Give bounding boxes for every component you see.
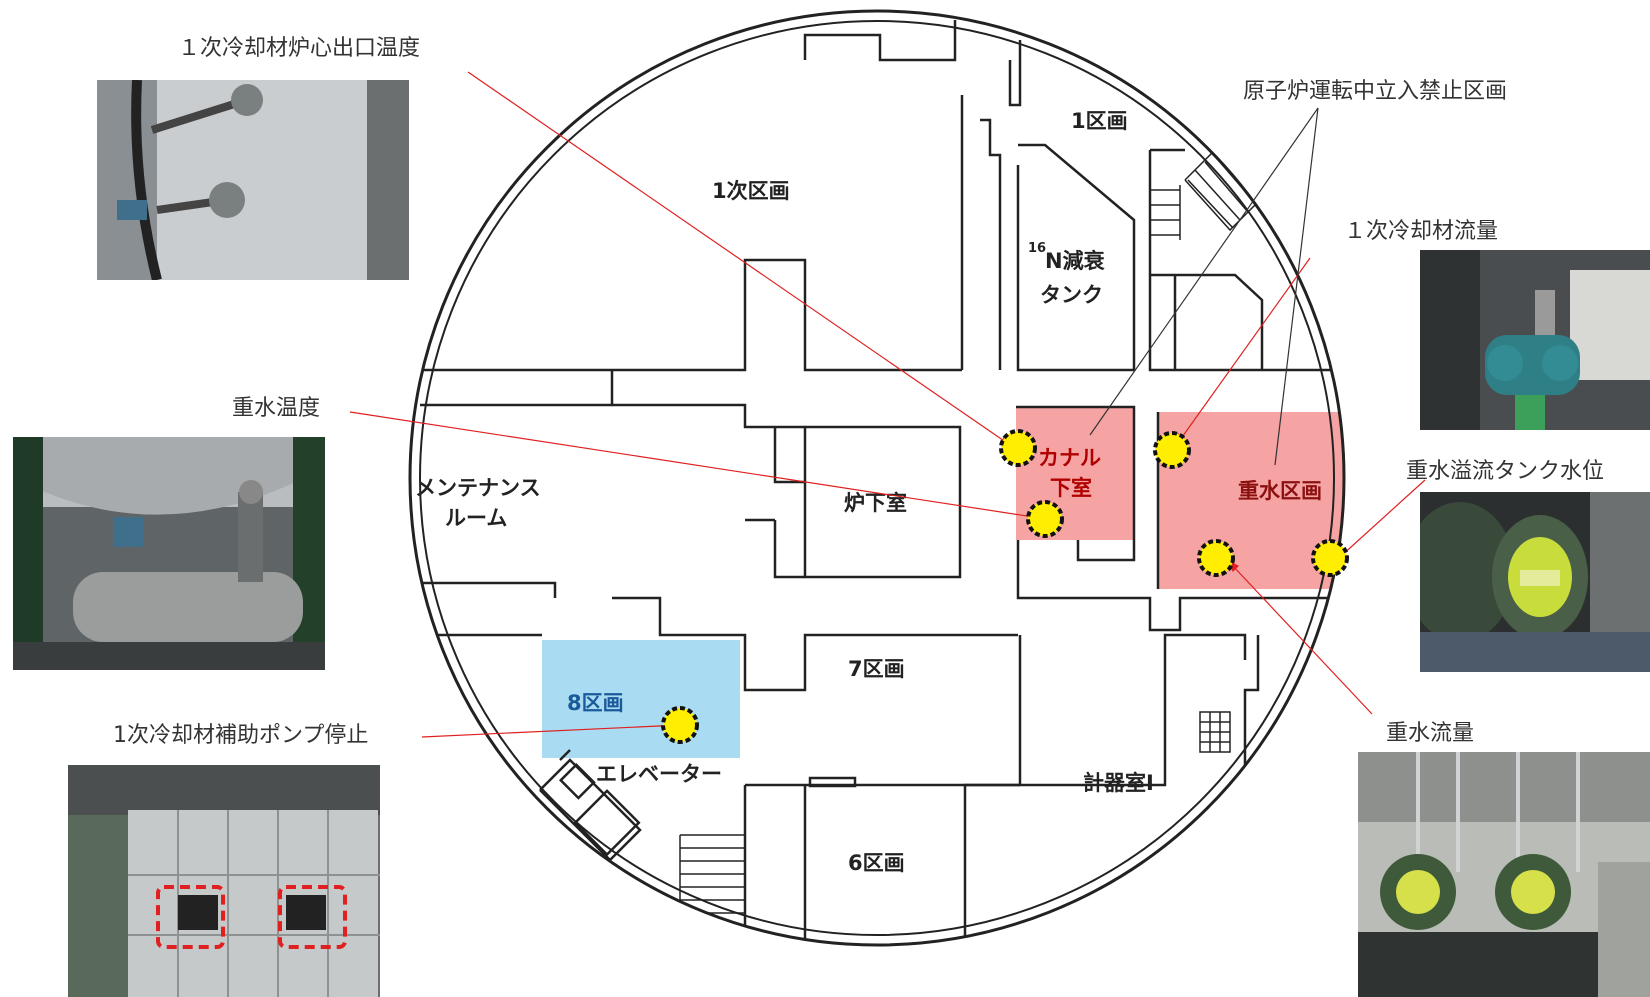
room-section1-label: 1区画 [1071,109,1128,133]
photo-primary-flow [1420,250,1650,430]
room-elevator-label: エレベーター [596,762,722,786]
room-canal-label-2: 下室 [1050,476,1092,500]
room-section8-label: 8区画 [567,691,624,715]
room-n16-label-1: N減衰 [1045,249,1106,273]
room-section6-label: 6区画 [848,851,905,875]
inner-wall [419,20,1335,936]
callout-primary-flow: １次冷却材流量 [1344,219,1498,244]
leader-aux-pump [421,724,681,738]
room-canal-label-1: カナル [1038,446,1101,470]
callout-restricted-zone: 原子炉運転中立入禁止区画 [1243,79,1507,104]
pointer-restricted-canal [1089,107,1319,436]
marker-core-outlet [999,429,1037,467]
room-labels: 1次区画 1区画 16 N減衰 タンク メンテナンス ルーム 炉下室 カナル 下… [415,109,1322,875]
pointer-restricted-heavy [1274,107,1319,466]
callout-labels: １次冷却材炉心出口温度 原子炉運転中立入禁止区画 １次冷却材流量 重水温度 重水… [113,36,1604,748]
callout-core-outlet-temp: １次冷却材炉心出口温度 [178,36,420,61]
callout-heavy-water-temp: 重水温度 [232,396,320,421]
room-primary-label: 1次区画 [712,179,790,203]
room-instrument-label: 計器室Ⅰ [1083,771,1154,795]
marker-heavy-water-flow [1197,539,1235,577]
leader-core-outlet [467,71,1011,446]
photo-heavy-water-flow [1358,752,1650,997]
marker-heavy-water-temp [1026,500,1064,538]
highlight-box-2 [278,885,347,949]
photo-core-outlet-sensor [97,80,409,280]
zones [542,407,1344,758]
markers [661,429,1349,744]
callout-aux-pump-stop: 1次冷却材補助ポンプ停止 [113,723,368,748]
room-heavy-water-label: 重水区画 [1238,479,1322,503]
room-n16-label-2: タンク [1040,283,1103,307]
marker-primary-flow [1153,431,1191,469]
room-n16-sup: 16 [1028,241,1046,256]
room-section7-label: 7区画 [848,657,905,681]
section8-zone [542,640,740,758]
leader-primary-flow [1179,257,1311,441]
room-under-reactor-label: 炉下室 [844,491,907,515]
leader-overflow-level [1339,479,1426,558]
outer-wall [408,9,1346,947]
highlight-box-1 [156,885,225,949]
leader-heavy-water-flow [1231,564,1373,715]
room-maintenance-label-1: メンテナンス [415,476,541,500]
leader-heavy-water-temp [349,411,1041,519]
photo-overflow-level [1420,492,1650,672]
callout-heavy-water-flow: 重水流量 [1386,721,1474,746]
marker-aux-pump [661,706,699,744]
photo-heavy-water-temp [13,437,325,670]
marker-overflow-level [1311,539,1349,577]
restricted-pointers [1089,107,1319,466]
room-maintenance-label-2: ルーム [445,506,507,530]
callout-overflow-tank-level: 重水溢流タンク水位 [1406,459,1604,484]
walls [420,20,1344,945]
photo-aux-pump-panel [68,765,380,997]
